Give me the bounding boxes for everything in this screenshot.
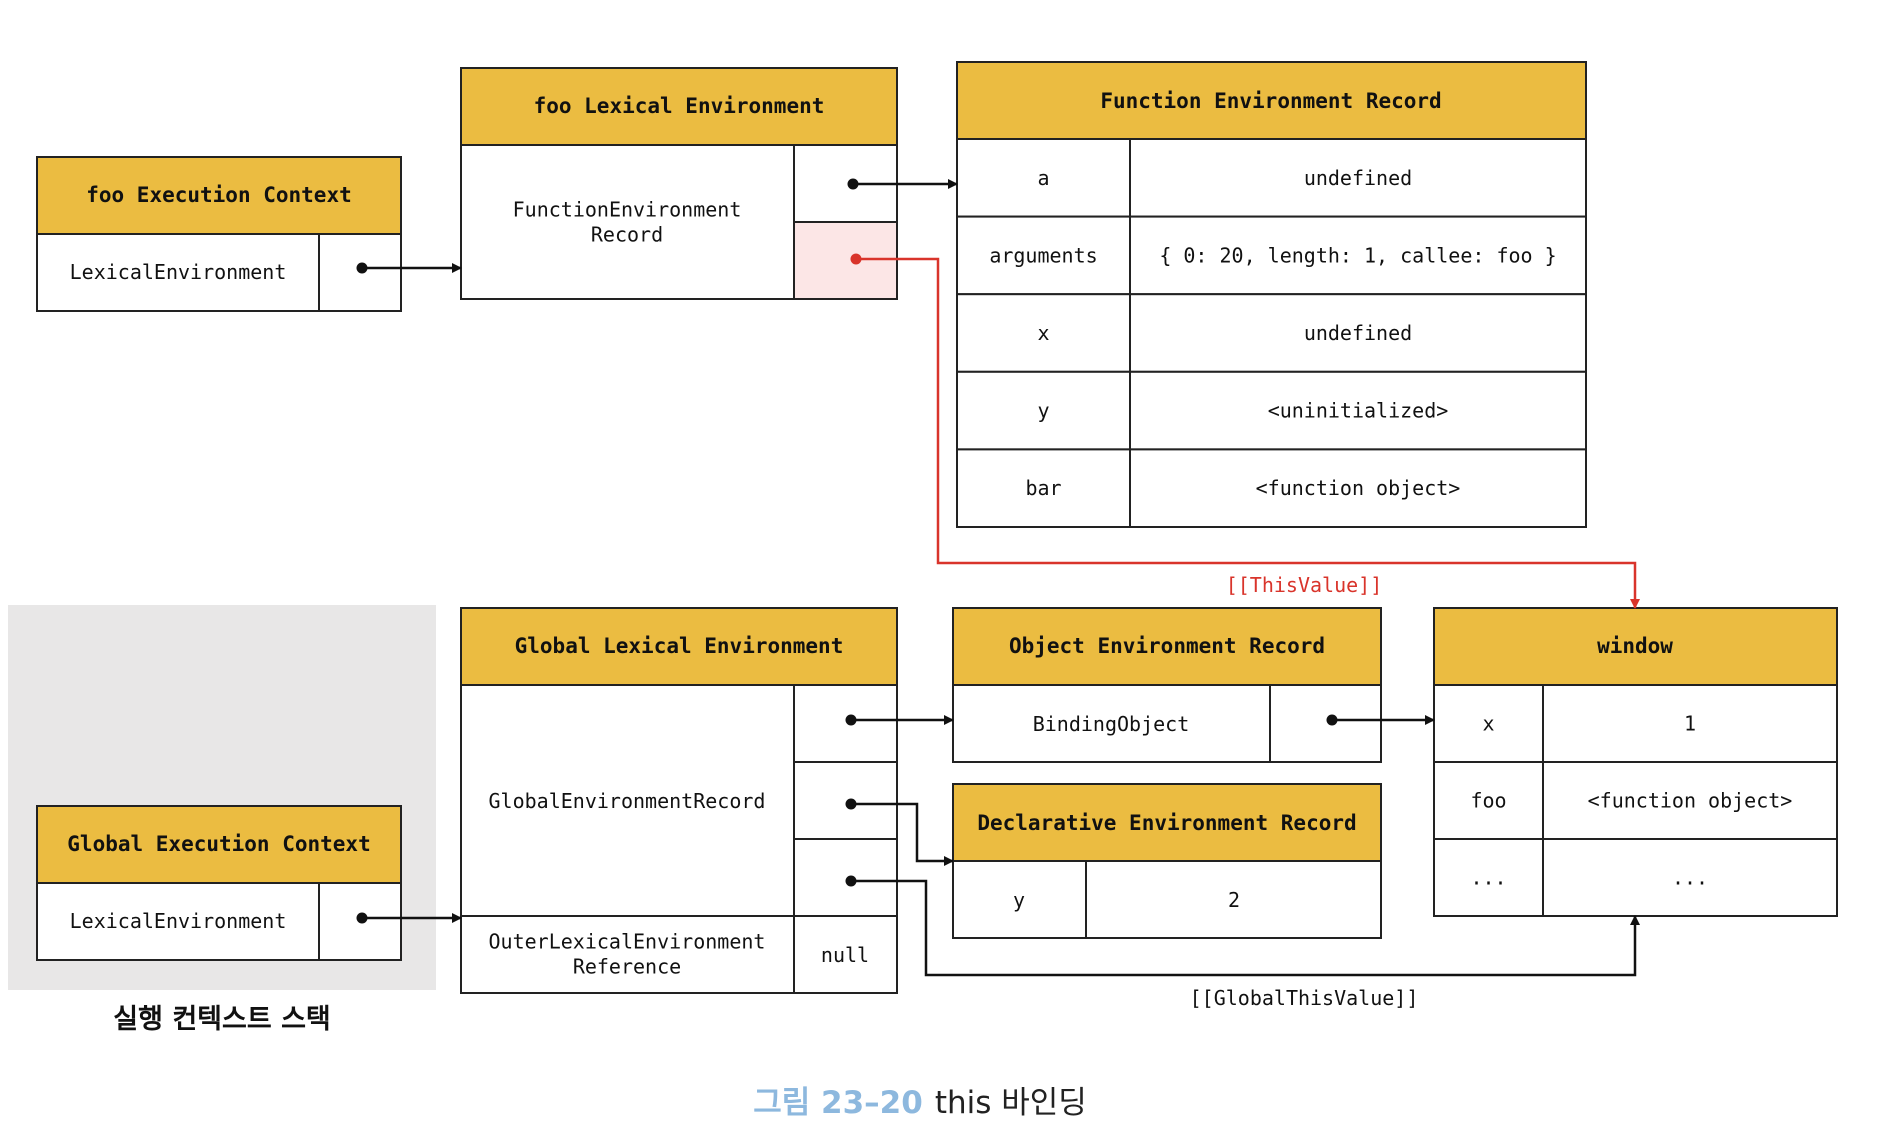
global-lexical-environment-title: Global Lexical Environment [515, 634, 844, 658]
fer-row [956, 448, 1587, 528]
global-environment-record-label: GlobalEnvironmentRecord [489, 789, 766, 813]
this-value-slot [793, 221, 898, 300]
window-row-value: 1 [1684, 712, 1696, 736]
window-row-value: <function object> [1588, 789, 1793, 813]
object-environment-record: Object Environment Record BindingObject [952, 607, 1382, 763]
fer-row [956, 293, 1587, 373]
binding-object-label: BindingObject [1033, 712, 1190, 736]
fer-row-value: { 0: 20, length: 1, callee: foo } [1159, 243, 1556, 267]
fer-row-value: undefined [1304, 166, 1412, 190]
figure-title: this 바인딩 [935, 1085, 1087, 1121]
object-environment-record-title: Object Environment Record [1009, 634, 1325, 658]
window-row-key: ... [1470, 866, 1506, 890]
foo-lexical-environment-title: foo Lexical Environment [534, 94, 825, 118]
fer-row-key: y [1037, 399, 1049, 423]
fer-row [956, 370, 1587, 451]
der-row-value: 2 [1228, 888, 1240, 912]
fer-row [956, 138, 1587, 218]
foo-lexical-environment-field: LexicalEnvironment [70, 260, 287, 284]
window-object: window x 1 foo <function object>...... [1433, 607, 1838, 917]
window-row [1433, 838, 1838, 917]
this-value-label: [[ThisValue]] [1226, 573, 1383, 597]
global-lexical-environment-field: LexicalEnvironment [70, 909, 287, 933]
fer-row-key: arguments [989, 243, 1097, 267]
foo-execution-context: foo Execution Context LexicalEnvironment [36, 156, 402, 312]
figure-number: 그림 23–20 [753, 1085, 923, 1121]
window-row-value: ... [1672, 866, 1708, 890]
fer-row-value: undefined [1304, 321, 1412, 345]
global-lexical-environment: Global Lexical Environment GlobalEnviron… [460, 607, 898, 994]
connector-foo-le-to-fer [847, 178, 958, 190]
foo-execution-context-title: foo Execution Context [86, 183, 352, 207]
fer-row-key: x [1037, 321, 1049, 345]
fer-row-value: <function object> [1256, 476, 1461, 500]
window-row [1433, 761, 1838, 840]
connector-global-ec-to-global-le [356, 912, 462, 924]
global-execution-context-title: Global Execution Context [67, 832, 370, 856]
window-title: window [1597, 634, 1673, 658]
declarative-environment-record-title: Declarative Environment Record [977, 811, 1356, 835]
outer-reference-null: null [821, 943, 869, 967]
connector-binding-object-to-window [1326, 714, 1435, 726]
global-this-value-label: [[GlobalThisValue]] [1190, 986, 1419, 1010]
global-execution-context: Global Execution Context LexicalEnvironm… [36, 805, 402, 961]
fer-row-key: bar [1025, 476, 1061, 500]
window-row-key: foo [1470, 789, 1506, 813]
foo-lexical-environment: foo Lexical Environment FunctionEnvironm… [460, 67, 898, 300]
declarative-environment-record: Declarative Environment Record y 2 [952, 783, 1382, 939]
der-row-key: y [1013, 888, 1025, 912]
function-environment-record-title: Function Environment Record [1100, 89, 1441, 113]
connector-global-le-to-oer [845, 714, 954, 726]
stack-label: 실행 컨텍스트 스택 [113, 1004, 331, 1035]
window-row-key: x [1482, 712, 1494, 736]
figure-caption: 그림 23–20 this 바인딩 [753, 1085, 1087, 1121]
connector-foo-ec-to-foo-le [356, 262, 462, 274]
connector-global-le-to-der [845, 798, 954, 866]
fer-row-key: a [1037, 166, 1049, 190]
function-environment-record: Function Environment Record a undefined ar… [956, 61, 1587, 528]
window-row [1433, 684, 1838, 763]
connector-this-value: [[ThisValue]] [850, 253, 1640, 609]
fer-row-value: <uninitialized> [1268, 399, 1449, 423]
connector-global-this-value: [[GlobalThisValue]] [845, 875, 1640, 1010]
